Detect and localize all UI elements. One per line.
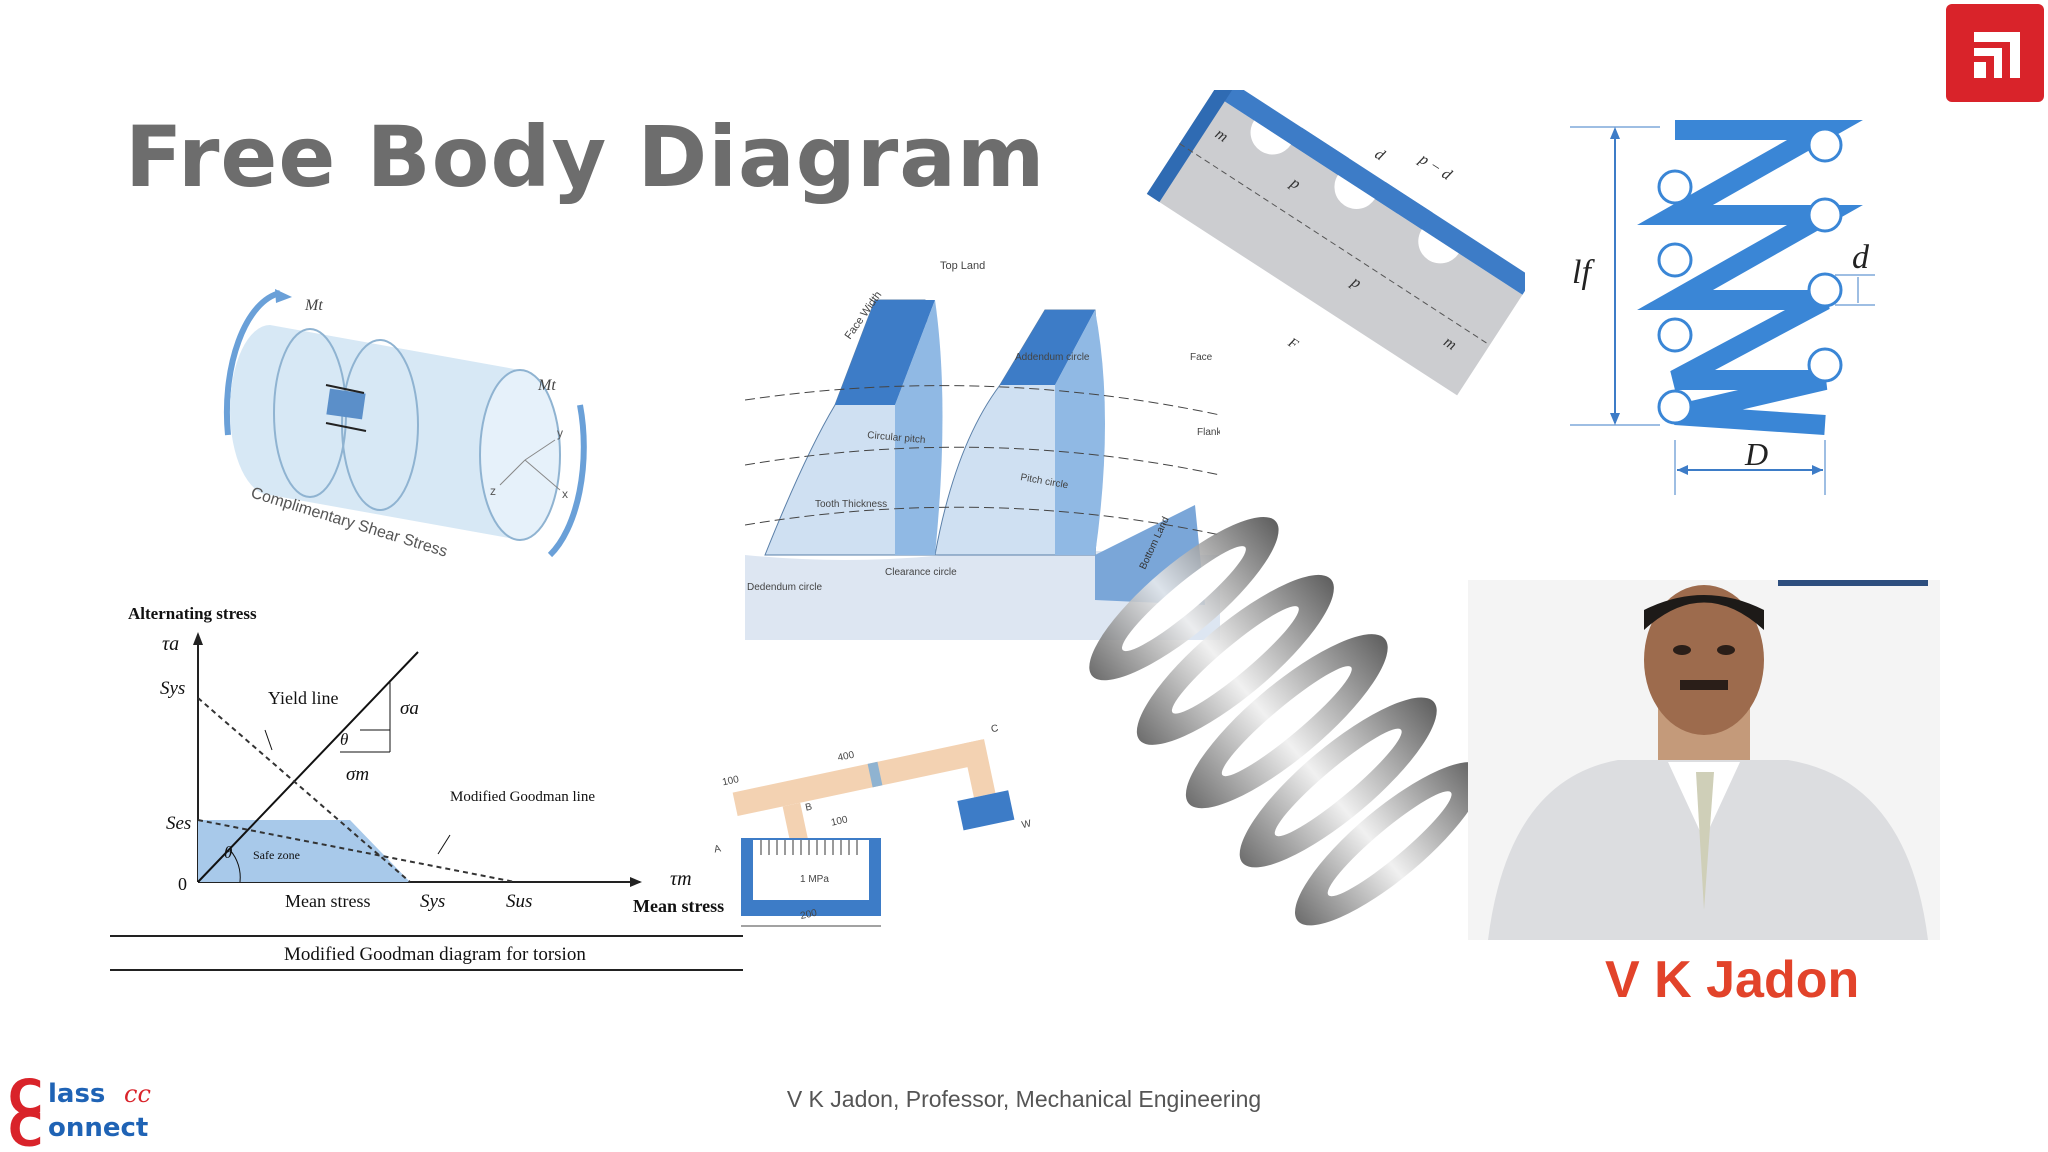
thread-label-d: d	[1372, 146, 1389, 165]
gear-label-face: Face	[1190, 352, 1213, 363]
gear-label-flank: Flank	[1197, 427, 1220, 438]
thread-label-f: F	[1284, 335, 1301, 353]
lever-label-400: 400	[837, 750, 856, 764]
thread-label-p-minus-d: p − d	[1415, 150, 1455, 184]
lever-label-200: 200	[799, 908, 818, 922]
lever-label-100-mid: 100	[830, 814, 849, 828]
shaft-torque-right-label: Mt	[537, 377, 556, 394]
spring-sketch-image	[1089, 516, 1485, 926]
square-thread-diagram: m p d p − d p m F	[1146, 90, 1525, 396]
lever-label-100-top: 100	[721, 774, 740, 788]
lever-label-w: W	[1021, 818, 1033, 831]
goodman-sigma-m: σm	[346, 764, 369, 785]
spring-label-lf: lf	[1572, 254, 1595, 291]
goodman-x-symbol: τm	[670, 868, 692, 890]
goodman-modified-line-label: Modified Goodman line	[450, 789, 595, 805]
slide-title: Free Body Diagram	[125, 108, 1046, 206]
logo-mark: cc	[124, 1080, 151, 1108]
shaft-axis-x: x	[562, 487, 568, 501]
gear-tooth-diagram: Top Land Face Width Addendum circle Face…	[745, 260, 1220, 640]
app-logo-icon[interactable]	[1946, 4, 2044, 102]
class-connect-logo: C lass cc C onnect	[8, 1070, 151, 1148]
goodman-origin: 0	[178, 874, 187, 894]
gear-label-tooth-thickness: Tooth Thickness	[815, 499, 887, 510]
shaft-torque-left-label: Mt	[304, 297, 323, 314]
helical-spring-diagram: lf d D	[1570, 120, 1875, 495]
goodman-y-symbol: τa	[162, 633, 179, 655]
logo-line2: onnect	[48, 1113, 148, 1143]
lever-label-c: C	[990, 723, 999, 735]
goodman-caption: Modified Goodman diagram for torsion	[284, 944, 586, 965]
presenter-name: V K Jadon	[1605, 951, 1860, 1009]
presenter-photo	[1468, 580, 1940, 940]
lever-label-b: B	[804, 801, 813, 813]
shaft-torsion-diagram: Mt Mt Complimentary Shear Stress y z x	[223, 289, 587, 561]
shaft-axis-y: y	[557, 426, 563, 440]
svg-text:C: C	[8, 1070, 43, 1126]
goodman-ses-label: Ses	[166, 813, 191, 834]
goodman-sys-label: Sys	[160, 678, 185, 699]
goodman-theta-top: θ	[340, 730, 348, 749]
goodman-sigma-a: σa	[400, 698, 419, 719]
spring-label-d: d	[1852, 239, 1870, 276]
spring-label-diameter: D	[1744, 436, 1768, 472]
goodman-y-title: Alternating stress	[128, 604, 257, 623]
gear-label-dedendum: Dedendum circle	[747, 582, 822, 593]
logo-line1: lass	[48, 1079, 105, 1109]
goodman-diagram: Alternating stress τa Sys Ses Yield line…	[110, 604, 743, 971]
slide-footer: V K Jadon, Professor, Mechanical Enginee…	[786, 1086, 1262, 1112]
lever-diagram: 400 100 C A B 100 W 1 MPa 200	[713, 723, 1033, 927]
goodman-yield-line-label: Yield line	[268, 688, 339, 708]
goodman-x-sus: Sus	[506, 891, 532, 912]
gear-label-clearance: Clearance circle	[885, 567, 957, 578]
lever-label-pressure: 1 MPa	[800, 874, 829, 885]
gear-label-addendum: Addendum circle	[1015, 352, 1090, 363]
goodman-safe-zone: Safe zone	[253, 848, 300, 862]
goodman-x-label: Mean stress	[285, 891, 370, 911]
gear-label-circular-pitch: Circular pitch	[867, 430, 926, 446]
shaft-axis-z: z	[490, 484, 496, 498]
lever-label-a: A	[713, 843, 722, 855]
goodman-theta-bottom: θ	[224, 843, 232, 862]
goodman-x-sys: Sys	[420, 891, 445, 912]
svg-text:C: C	[8, 1102, 43, 1148]
goodman-x-title: Mean stress	[633, 896, 724, 916]
gear-label-top-land: Top Land	[940, 260, 985, 272]
